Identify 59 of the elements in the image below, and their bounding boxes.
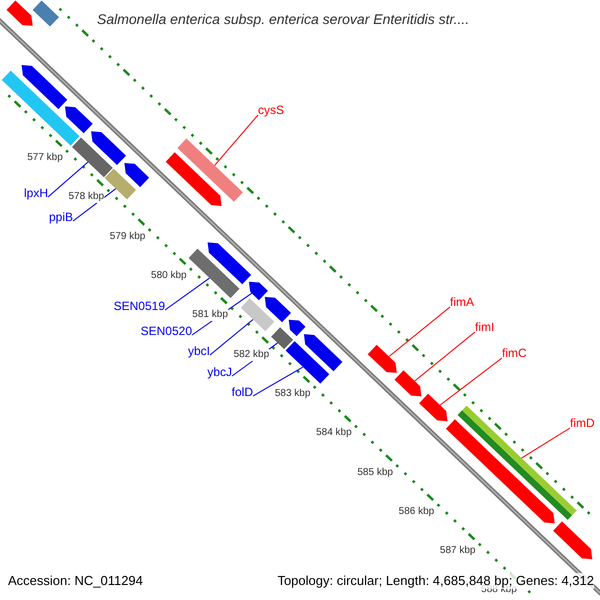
gene-feature xyxy=(124,163,150,188)
accession-text: Accession: NC_011294 xyxy=(8,573,143,589)
leader-line xyxy=(48,162,88,198)
gene-feature xyxy=(264,296,291,322)
scale-label: 577 kbp xyxy=(27,152,63,164)
scale-label: 587 kbp xyxy=(440,545,476,558)
gene-feature xyxy=(177,138,243,202)
gene-feature xyxy=(288,320,306,336)
gene-label: ybcJ xyxy=(207,365,232,379)
scale-label: 585 kbp xyxy=(357,466,393,478)
leader-line xyxy=(440,358,502,406)
gene-feature xyxy=(248,282,268,300)
gene-feature xyxy=(368,344,397,373)
gene-feature xyxy=(446,419,555,524)
gene-feature xyxy=(271,327,294,350)
leader-line xyxy=(210,318,254,356)
gene-label: lpxH xyxy=(24,186,48,200)
gene-feature xyxy=(240,298,274,332)
gene-feature xyxy=(22,65,68,110)
scale-label: 582 kbp xyxy=(234,348,270,360)
gene-feature xyxy=(104,168,136,200)
leader-line xyxy=(252,366,304,396)
gene-label: SEN0519 xyxy=(114,299,165,313)
gene-feature xyxy=(91,131,126,165)
scale-label: 580 kbp xyxy=(151,270,187,282)
gene-feature xyxy=(32,0,59,26)
scale-label: 583 kbp xyxy=(274,388,310,400)
scale-label: 584 kbp xyxy=(316,427,352,440)
gene-label: fimA xyxy=(450,295,474,309)
genome-title: Salmonella enterica subsp. enterica serovar Enteritidis str.... xyxy=(97,10,470,29)
gene-label: ppiB xyxy=(48,210,73,224)
leader-line xyxy=(521,428,570,459)
gene-feature xyxy=(304,334,342,372)
gene-label: SEN0520 xyxy=(140,324,192,338)
gene-feature xyxy=(208,242,252,284)
scale-label: 578 kbp xyxy=(68,191,104,204)
leader-line xyxy=(164,278,210,310)
gene-feature xyxy=(166,152,222,206)
gene-feature xyxy=(2,70,80,146)
gene-feature xyxy=(394,370,422,396)
gene-feature xyxy=(553,521,592,560)
gene-feature xyxy=(419,394,448,422)
leader-line xyxy=(414,332,476,382)
scale-label: 586 kbp xyxy=(398,506,434,518)
gene-label: folD xyxy=(232,385,253,399)
scale-label: 581 kbp xyxy=(192,309,228,322)
gene-label: ybcI xyxy=(188,344,210,358)
gene-feature xyxy=(65,106,93,134)
gene-feature xyxy=(6,0,33,26)
gene-feature xyxy=(72,138,113,178)
gene-feature xyxy=(188,248,240,298)
scale-label: 579 kbp xyxy=(110,230,146,243)
gene-feature xyxy=(286,341,330,384)
gene-label: fimC xyxy=(502,346,527,360)
leader-line xyxy=(388,306,450,357)
gene-label: fimD xyxy=(570,416,595,430)
leader-line xyxy=(214,114,258,166)
gene-label: cysS xyxy=(258,103,284,117)
gene-label: fimI xyxy=(475,320,494,334)
